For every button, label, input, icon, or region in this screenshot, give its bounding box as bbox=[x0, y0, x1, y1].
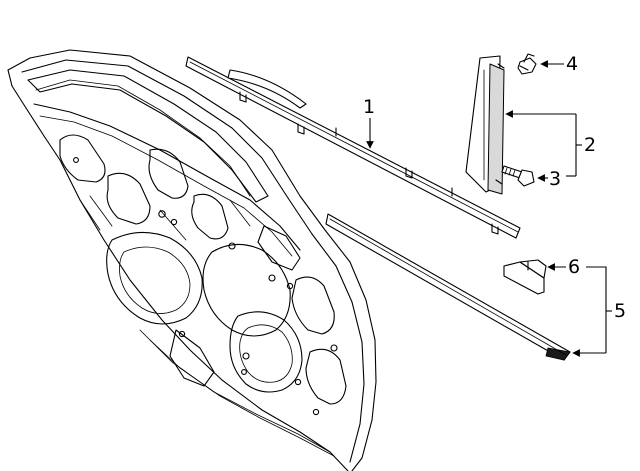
callout-5: 5 bbox=[572, 266, 626, 357]
callout-3-label: 3 bbox=[549, 168, 561, 190]
callout-6: 6 bbox=[547, 256, 580, 278]
bolt-4 bbox=[517, 53, 537, 75]
callout-6-label: 6 bbox=[568, 256, 580, 278]
callout-3: 3 bbox=[537, 168, 576, 190]
callout-2-label: 2 bbox=[584, 134, 596, 156]
door-shell bbox=[7, 49, 377, 471]
belt-weatherstrip bbox=[185, 56, 521, 239]
screw-3 bbox=[501, 165, 535, 187]
callout-4: 4 bbox=[540, 53, 578, 75]
clip-6 bbox=[503, 259, 547, 295]
callout-4-label: 4 bbox=[566, 53, 578, 75]
outer-moulding-strip bbox=[325, 213, 571, 361]
pillar-applique bbox=[465, 55, 505, 195]
callout-1-label: 1 bbox=[363, 96, 375, 118]
callout-5-label: 5 bbox=[614, 300, 626, 322]
callout-1: 1 bbox=[363, 96, 375, 149]
callout-2: 2 bbox=[505, 110, 596, 176]
